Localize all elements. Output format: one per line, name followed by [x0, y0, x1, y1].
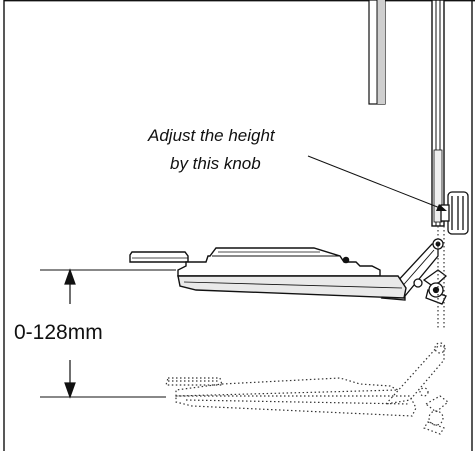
lowered-position-outline — [165, 226, 449, 435]
callout-leader-arrow — [307, 155, 447, 211]
cabinet-side-panel — [368, 0, 386, 105]
locking-knob — [422, 269, 448, 305]
callout-line-2: by this knob — [170, 154, 261, 173]
frame-border — [3, 0, 475, 451]
dimension-arrow — [64, 268, 76, 399]
dimension-label: 0-128mm — [14, 321, 103, 344]
callout-line-1: Adjust the height — [147, 126, 276, 145]
sliding-tray — [129, 247, 407, 299]
height-knob — [440, 191, 469, 235]
dimension-reference-lines — [40, 269, 176, 398]
vertical-rail — [431, 0, 445, 227]
